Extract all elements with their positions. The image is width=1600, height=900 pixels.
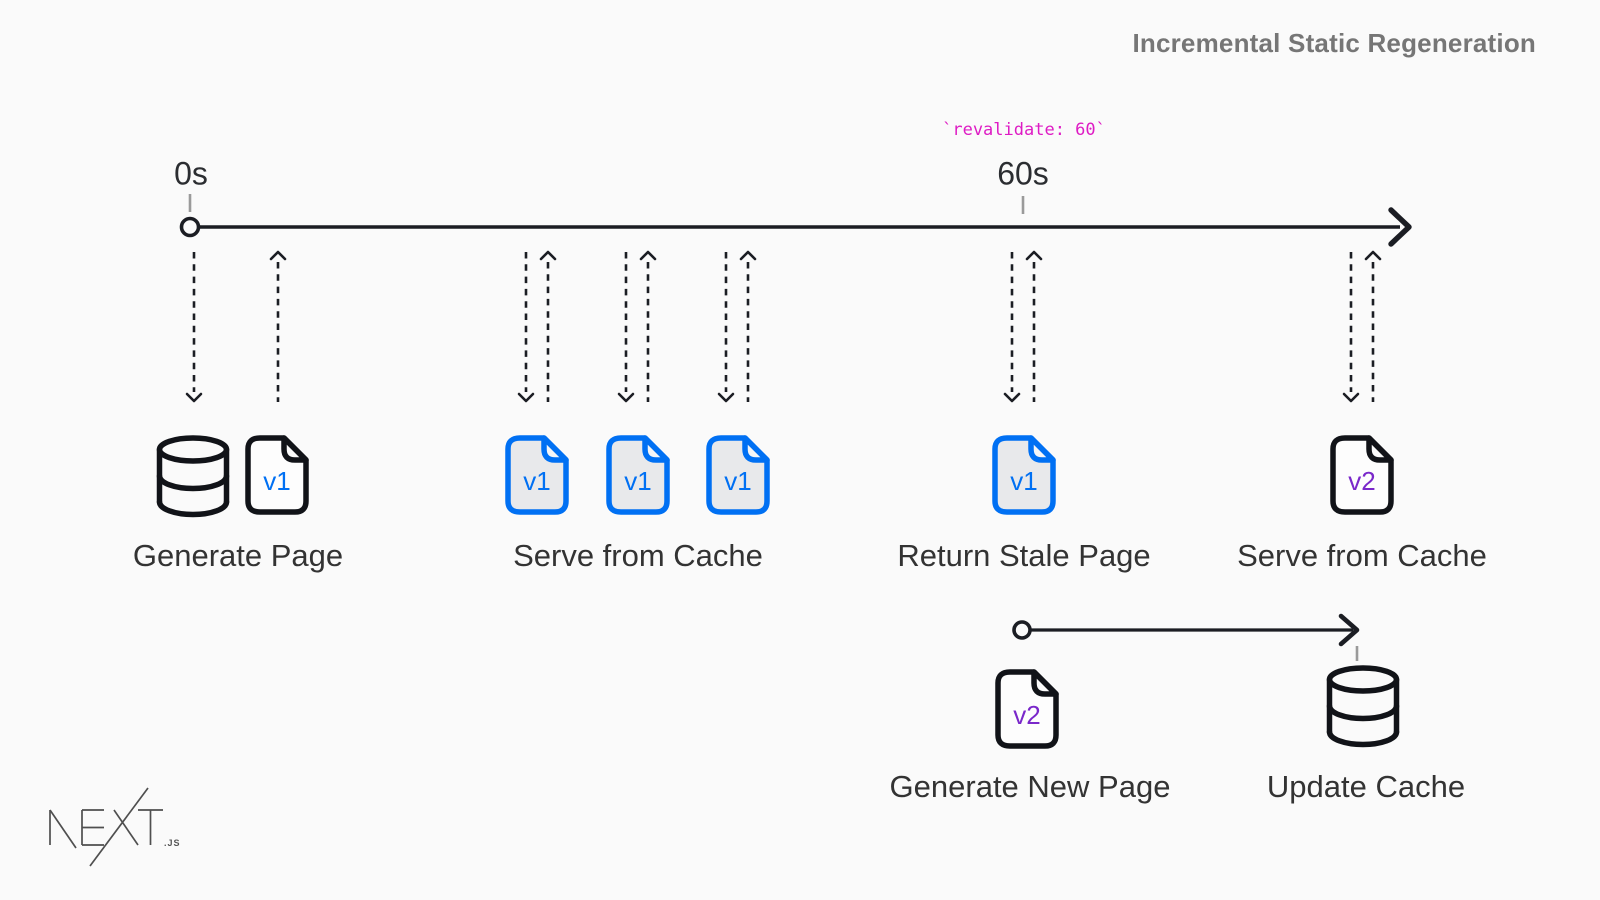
stale-page-v1-icon: v1 — [990, 433, 1058, 517]
main-timeline-arrowhead — [1388, 207, 1412, 247]
revalidate-annotation: `revalidate: 60` — [942, 120, 1106, 140]
request-arrows-down — [185, 252, 1360, 403]
step-label-generate-page: Generate Page — [132, 538, 344, 573]
diagram-title: Incremental Static Regeneration — [1132, 28, 1536, 58]
page-version-badge: v1 — [724, 465, 752, 496]
nextjs-logo-suffix: .JS — [164, 838, 181, 848]
timeline-end-label: 60s — [997, 155, 1049, 192]
page-version-badge: v1 — [263, 465, 291, 496]
regeneration-origin-marker — [1012, 620, 1032, 640]
logo-slash — [89, 787, 149, 867]
regeneration-timeline-arrowhead — [1338, 613, 1360, 647]
page-version-badge: v1 — [1010, 465, 1038, 496]
cached-page-v1-icon: v1 — [704, 433, 772, 517]
page-version-badge: v2 — [1013, 699, 1041, 730]
nextjs-logo: NEXT .JS — [49, 787, 181, 867]
logo-letter-t — [138, 809, 163, 845]
page-version-badge: v1 — [523, 465, 551, 496]
cached-page-v1-icon: v1 — [503, 433, 571, 517]
cached-page-v1-icon: v1 — [604, 433, 672, 517]
timeline-start-label: 0s — [174, 155, 208, 192]
page-version-badge: v2 — [1348, 465, 1376, 496]
page-v1-icon: v1 — [243, 433, 311, 517]
response-arrows-up — [269, 250, 1382, 402]
logo-letter-x — [113, 809, 139, 846]
timeline-origin-marker — [179, 216, 201, 238]
step-label-update-cache: Update Cache — [1266, 769, 1466, 804]
logo-letter-e — [81, 809, 104, 846]
update-database-icon — [1323, 663, 1403, 751]
page-version-badge: v1 — [624, 465, 652, 496]
new-page-v2-icon: v2 — [993, 667, 1061, 751]
step-label-serve-from-cache: Serve from Cache — [513, 538, 763, 573]
page-v2-icon: v2 — [1328, 433, 1396, 517]
step-label-return-stale-page: Return Stale Page — [897, 538, 1151, 573]
step-label-generate-new-page: Generate New Page — [889, 769, 1171, 804]
database-icon — [153, 433, 233, 521]
step-label-serve-from-cache-new: Serve from Cache — [1237, 538, 1487, 573]
